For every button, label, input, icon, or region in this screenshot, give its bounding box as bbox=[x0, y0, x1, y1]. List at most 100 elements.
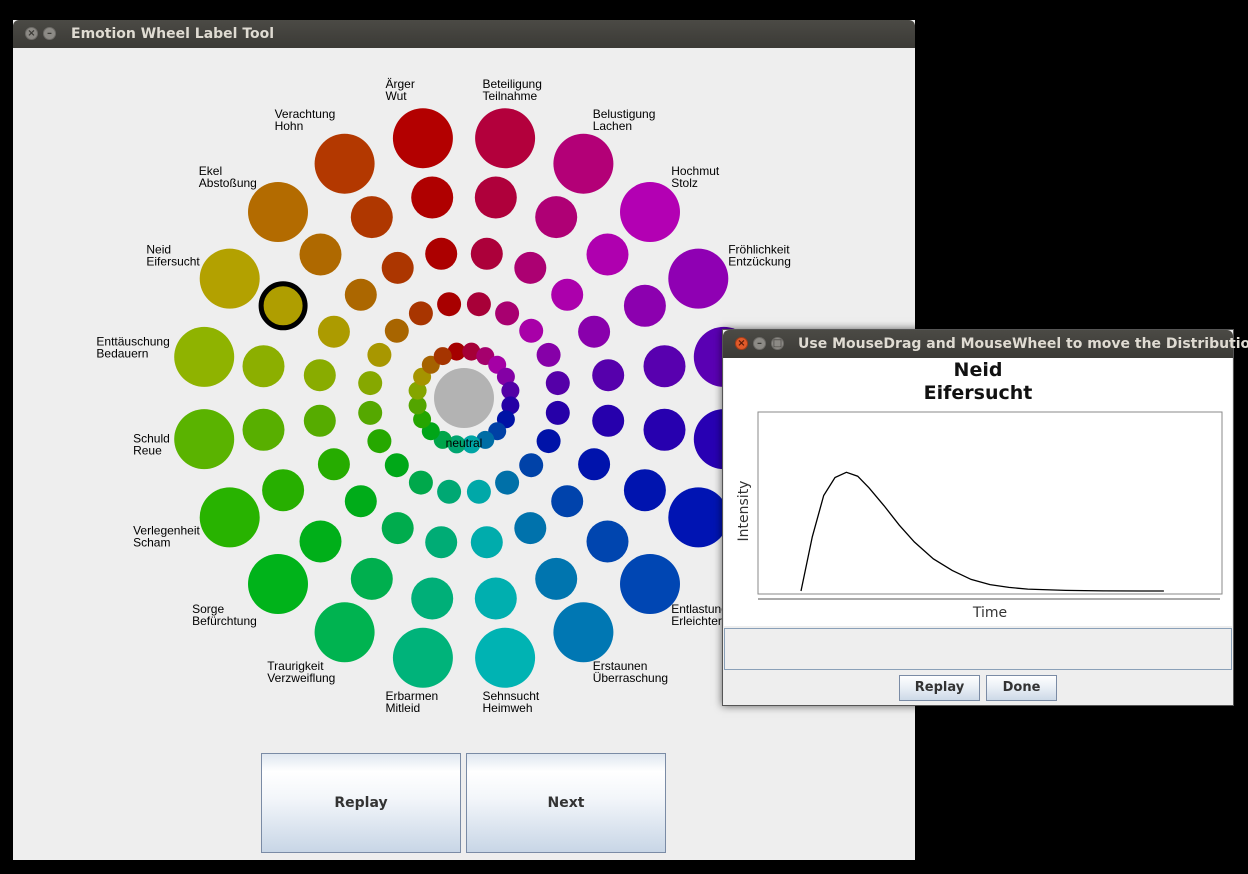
emotion-bubble[interactable] bbox=[623, 469, 666, 512]
emotion-bubble[interactable] bbox=[476, 430, 495, 449]
emotion-bubble[interactable] bbox=[242, 345, 285, 388]
emotion-bubble[interactable] bbox=[495, 470, 520, 495]
emotion-bubble[interactable] bbox=[578, 448, 611, 481]
emotion-bubble[interactable] bbox=[535, 557, 578, 600]
emotion-bubble[interactable] bbox=[536, 342, 561, 367]
emotion-bubble[interactable] bbox=[367, 342, 392, 367]
emotion-bubble[interactable] bbox=[425, 526, 458, 559]
emotion-bubble[interactable] bbox=[501, 396, 520, 415]
intensity-curve[interactable] bbox=[800, 471, 1164, 592]
emotion-bubble[interactable] bbox=[514, 251, 547, 284]
emotion-bubble[interactable] bbox=[392, 627, 453, 688]
emotion-bubble[interactable] bbox=[303, 359, 336, 392]
emotion-bubble[interactable] bbox=[592, 359, 625, 392]
emotion-bubble[interactable] bbox=[381, 512, 414, 545]
emotion-bubble[interactable] bbox=[437, 292, 462, 317]
emotion-bubble[interactable] bbox=[475, 627, 536, 688]
replay-button[interactable]: Replay bbox=[261, 753, 461, 853]
emotion-bubble[interactable] bbox=[470, 237, 503, 270]
emotion-bubble[interactable] bbox=[668, 487, 729, 548]
emotion-bubble[interactable] bbox=[551, 485, 584, 518]
emotion-bubble[interactable] bbox=[344, 278, 377, 311]
emotion-bubble[interactable] bbox=[495, 301, 520, 326]
emotion-bubble[interactable] bbox=[425, 237, 458, 270]
emotion-bubble[interactable] bbox=[592, 404, 625, 437]
emotion-bubble[interactable] bbox=[620, 554, 680, 614]
emotion-bubble[interactable] bbox=[408, 470, 433, 495]
emotion-bubble[interactable] bbox=[358, 371, 383, 396]
emotion-bubble[interactable] bbox=[303, 404, 336, 437]
emotion-bubble[interactable] bbox=[381, 251, 414, 284]
plot-area[interactable] bbox=[757, 411, 1223, 595]
emotion-bubble[interactable] bbox=[408, 381, 427, 400]
minimize-icon[interactable]: – bbox=[43, 27, 56, 40]
emotion-bubble[interactable] bbox=[474, 577, 517, 620]
emotion-bubble[interactable] bbox=[317, 315, 350, 348]
emotion-bubble[interactable] bbox=[433, 347, 452, 366]
emotion-bubble[interactable] bbox=[199, 487, 260, 548]
emotion-bubble[interactable] bbox=[578, 315, 611, 348]
emotion-bubble[interactable] bbox=[586, 233, 629, 276]
text-area[interactable] bbox=[724, 628, 1232, 670]
emotion-bubble[interactable] bbox=[535, 196, 578, 239]
selected-emotion-bubble[interactable] bbox=[258, 281, 308, 331]
emotion-bubble[interactable] bbox=[519, 318, 544, 343]
emotion-bubble[interactable] bbox=[314, 133, 375, 194]
emotion-bubble[interactable] bbox=[384, 453, 409, 478]
emotion-bubble[interactable] bbox=[470, 526, 503, 559]
replay-button[interactable]: Replay bbox=[899, 675, 980, 701]
emotion-bubble[interactable] bbox=[367, 429, 392, 454]
emotion-bubble[interactable] bbox=[553, 133, 614, 194]
emotion-bubble[interactable] bbox=[462, 435, 481, 454]
maximize-icon[interactable]: □ bbox=[771, 337, 784, 350]
emotion-bubble[interactable] bbox=[299, 233, 342, 276]
emotion-bubble[interactable] bbox=[475, 108, 536, 169]
emotion-bubble[interactable] bbox=[514, 512, 547, 545]
emotion-bubble[interactable] bbox=[174, 409, 235, 470]
emotion-bubble[interactable] bbox=[350, 196, 393, 239]
emotion-bubble[interactable] bbox=[668, 248, 729, 309]
emotion-bubble[interactable] bbox=[466, 292, 491, 317]
next-button[interactable]: Next bbox=[466, 753, 666, 853]
minimize-icon[interactable]: – bbox=[753, 337, 766, 350]
emotion-bubble[interactable] bbox=[643, 408, 686, 451]
emotion-bubble[interactable] bbox=[474, 176, 517, 219]
emotion-bubble[interactable] bbox=[519, 453, 544, 478]
emotion-bubble[interactable] bbox=[437, 479, 462, 504]
emotion-bubble[interactable] bbox=[586, 520, 629, 563]
emotion-bubble[interactable] bbox=[447, 435, 466, 454]
emotion-bubble[interactable] bbox=[462, 342, 481, 361]
emotion-bubble[interactable] bbox=[174, 326, 235, 387]
emotion-bubble[interactable] bbox=[623, 284, 666, 327]
emotion-bubble[interactable] bbox=[466, 479, 491, 504]
emotion-bubble[interactable] bbox=[358, 400, 383, 425]
emotion-bubble[interactable] bbox=[620, 182, 680, 242]
emotion-bubble[interactable] bbox=[553, 602, 614, 663]
emotion-bubble[interactable] bbox=[384, 318, 409, 343]
emotion-bubble[interactable] bbox=[248, 554, 308, 614]
close-icon[interactable]: × bbox=[25, 27, 38, 40]
emotion-bubble[interactable] bbox=[392, 108, 453, 169]
emotion-bubble[interactable] bbox=[199, 248, 260, 309]
emotion-bubble[interactable] bbox=[501, 381, 520, 400]
neutral-bubble[interactable] bbox=[434, 368, 494, 428]
emotion-bubble[interactable] bbox=[314, 602, 375, 663]
emotion-bubble[interactable] bbox=[545, 400, 570, 425]
emotion-bubble[interactable] bbox=[551, 278, 584, 311]
emotion-bubble[interactable] bbox=[408, 301, 433, 326]
emotion-bubble[interactable] bbox=[350, 557, 393, 600]
emotion-bubble[interactable] bbox=[411, 176, 454, 219]
emotion-bubble[interactable] bbox=[411, 577, 454, 620]
emotion-bubble[interactable] bbox=[447, 342, 466, 361]
emotion-bubble[interactable] bbox=[545, 371, 570, 396]
emotion-bubble[interactable] bbox=[262, 469, 305, 512]
emotion-bubble[interactable] bbox=[496, 367, 515, 386]
emotion-bubble[interactable] bbox=[248, 182, 308, 242]
emotion-bubble[interactable] bbox=[344, 485, 377, 518]
emotion-bubble[interactable] bbox=[413, 410, 432, 429]
emotion-bubble[interactable] bbox=[317, 448, 350, 481]
emotion-bubble[interactable] bbox=[536, 429, 561, 454]
emotion-bubble[interactable] bbox=[643, 345, 686, 388]
